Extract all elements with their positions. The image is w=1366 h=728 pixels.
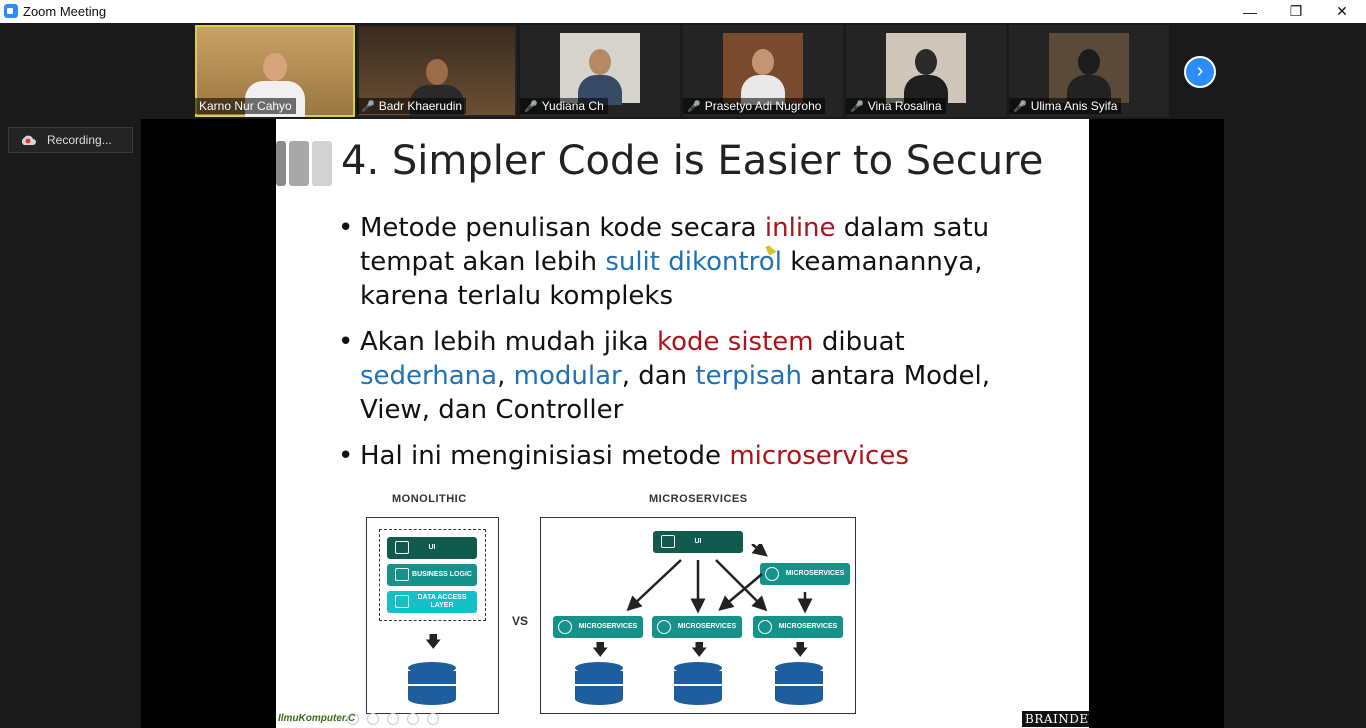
network-icon [657, 620, 671, 634]
slide-decoration [312, 141, 332, 186]
ui-component: UI [653, 531, 743, 553]
participant-tile[interactable]: 🎤Vina Rosalina [846, 25, 1006, 117]
slide-title: 4. Simpler Code is Easier to Secure [341, 138, 1044, 184]
recording-indicator[interactable]: Recording... [8, 127, 133, 153]
bullet-text-segment: dalam satu tempat akan lebih [360, 213, 990, 277]
monolith-dashed-group [379, 529, 486, 621]
database-icon [674, 662, 722, 705]
braindevs-logo: BRAINDEVS [1022, 711, 1089, 727]
microservice-component: MICROSERVICES [760, 563, 850, 585]
muted-mic-icon: 🎤 [524, 101, 538, 113]
bullet-text-segment: keamanannya, karena terlalu kompleks [360, 247, 983, 311]
participant-tile[interactable]: 🎤Prasetyo Adi Nugroho [683, 25, 843, 117]
participant-tile[interactable]: 🎤Ulima Anis Syifa [1009, 25, 1169, 117]
arrow-down-icon: 🡇 [792, 642, 809, 659]
participant-tile[interactable]: 🎤Yudiana Ch [520, 25, 680, 117]
database-icon [775, 662, 823, 705]
database-icon [575, 662, 623, 705]
arrow-down-icon: 🡇 [691, 642, 708, 659]
presentation-slide: 4. Simpler Code is Easier to Secure •Met… [276, 119, 1089, 728]
title-bar: Zoom Meeting — ❐ ✕ [0, 0, 1366, 23]
window-icon [661, 535, 675, 548]
microservice-component: MICROSERVICES [753, 616, 843, 638]
participant-name: 🎤Prasetyo Adi Nugroho [683, 98, 826, 114]
participant-video [886, 33, 966, 105]
network-icon [765, 567, 779, 581]
participant-tile[interactable]: 🎤Badr Khaerudin [357, 25, 517, 117]
participant-name: Karno Nur Cahyo [195, 98, 296, 114]
bullet-text-segment: inline [764, 213, 836, 243]
slide-footer-logo: IlmuKomputer.C [278, 713, 356, 724]
cloud-recording-icon [21, 135, 36, 145]
bullet-text-segment: dibuat [813, 327, 905, 357]
muted-mic-icon: 🎤 [361, 101, 375, 113]
participant-name: 🎤Vina Rosalina [846, 98, 946, 114]
bullet-text-segment: , dan [621, 361, 696, 391]
bullet-text-segment: sulit dikontrol [605, 247, 782, 277]
participant-name: 🎤Yudiana Ch [520, 98, 608, 114]
microservice-component: MICROSERVICES [553, 616, 643, 638]
business-logic-component: BUSINESS LOGIC [387, 564, 477, 586]
participant-video [1049, 33, 1129, 105]
next-page-arrow-icon[interactable]: › [1184, 56, 1216, 88]
slide-decoration [289, 141, 309, 186]
recording-label: Recording... [47, 133, 112, 147]
bullet-text-segment: sederhana [360, 361, 498, 391]
network-icon [558, 620, 572, 634]
microservices-box [540, 517, 856, 714]
arrow-down-icon: 🡇 [592, 642, 609, 659]
bullet-text-segment: kode sistem [656, 327, 814, 357]
bullet-text-segment: Metode penulisan kode secara [360, 213, 765, 243]
monolithic-label: MONOLITHIC [392, 493, 467, 505]
data-access-component: DATA ACCESS LAYER [387, 591, 477, 613]
bullet-text-segment: Hal ini menginisiasi metode [360, 441, 730, 471]
participant-tile[interactable]: Karno Nur Cahyo [195, 25, 355, 117]
muted-mic-icon: 🎤 [1013, 101, 1027, 113]
network-icon [758, 620, 772, 634]
minimize-button[interactable]: — [1243, 3, 1257, 20]
participant-name: 🎤Badr Khaerudin [357, 98, 467, 114]
vs-label: VS [512, 614, 529, 628]
muted-mic-icon: 🎤 [850, 101, 864, 113]
bullet-item: •Akan lebih mudah jika kode sistem dibua… [338, 327, 991, 425]
participant-video [723, 33, 803, 105]
window-icon [395, 541, 409, 554]
microservices-label: MICROSERVICES [649, 493, 748, 505]
bullet-text-segment: Akan lebih mudah jika [360, 327, 657, 357]
ui-component: UI [387, 537, 477, 559]
bullet-text-segment: microservices [729, 441, 909, 471]
bullet-item: •Hal ini menginisiasi metode microservic… [338, 441, 909, 471]
window-title: Zoom Meeting [23, 4, 107, 19]
bullet-item: •Metode penulisan kode secara inline dal… [338, 213, 990, 311]
arrow-down-icon: 🡇 [425, 634, 442, 651]
close-button[interactable]: ✕ [1336, 3, 1348, 19]
bullet-text-segment: modular [513, 361, 622, 391]
slide-decoration [276, 141, 286, 186]
connection-arrows [626, 544, 813, 614]
muted-mic-icon: 🎤 [687, 101, 701, 113]
bullet-text-segment: terpisah [695, 361, 802, 391]
zoom-app-icon [4, 4, 18, 18]
participant-video [560, 33, 640, 105]
participant-filmstrip: Karno Nur Cahyo 🎤Badr Khaerudin 🎤Yudiana… [0, 23, 1366, 119]
bullet-text-segment: , [497, 361, 514, 391]
participant-name: 🎤Ulima Anis Syifa [1009, 98, 1122, 114]
bullet-text-segment: antara Model, View, dan Controller [360, 361, 991, 425]
database-icon [408, 662, 456, 705]
microservice-component: MICROSERVICES [652, 616, 742, 638]
server-icon [395, 595, 409, 608]
puzzle-icon [395, 568, 409, 581]
slide-toolbar[interactable] [346, 712, 446, 726]
restore-button[interactable]: ❐ [1289, 3, 1303, 19]
